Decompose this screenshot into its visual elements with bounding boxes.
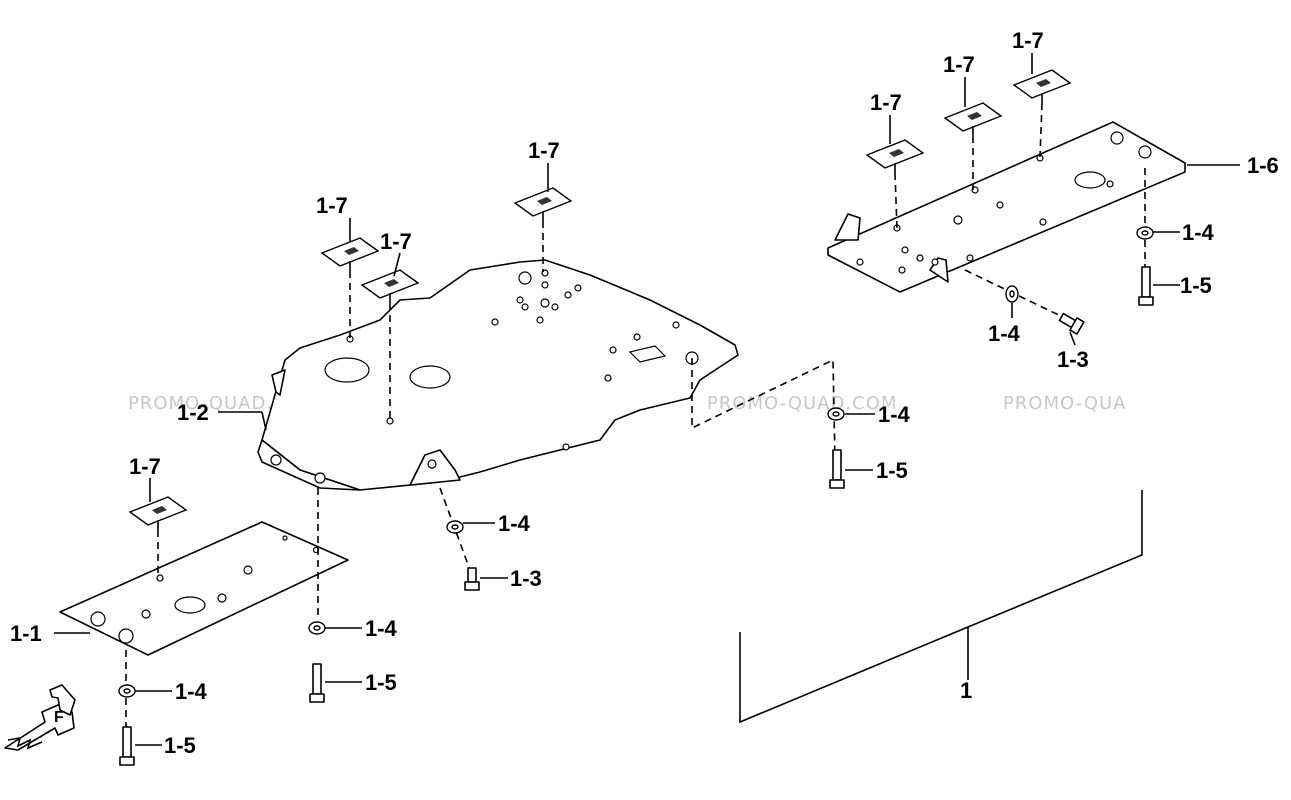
callout-labels: 1-7 1-7 1-7 1-7 1-7 1-7 1-7 1-6 1-4 1-5 …: [10, 28, 1279, 758]
callout-1-7: 1-7: [129, 454, 161, 479]
clip-3: [513, 187, 573, 221]
clip-7: [1012, 69, 1072, 103]
callout-1-4: 1-4: [175, 679, 208, 704]
callout-1-2: 1-2: [177, 400, 209, 425]
callout-1-5: 1-5: [365, 670, 397, 695]
callout-1-7: 1-7: [380, 229, 412, 254]
callout-1-7: 1-7: [528, 138, 560, 163]
clip-2: [360, 269, 420, 303]
callout-1-6: 1-6: [1247, 153, 1279, 178]
callout-1-4: 1-4: [988, 321, 1021, 346]
callout-1-7: 1-7: [316, 193, 348, 218]
callout-1-7: 1-7: [943, 52, 975, 77]
callout-1-7: 1-7: [870, 90, 902, 115]
direction-letter: F: [54, 709, 64, 726]
callout-1: 1: [960, 678, 972, 703]
callout-1-5: 1-5: [164, 733, 196, 758]
watermark-3: PROMO-QUAD.COM: [707, 393, 897, 414]
main-skid-plate: [257, 259, 739, 491]
callout-1-5: 1-5: [1180, 273, 1212, 298]
callout-1-3: 1-3: [510, 566, 542, 591]
callout-1-4: 1-4: [878, 402, 911, 427]
front-skid-plate: [59, 521, 349, 656]
watermark-1: PROMO-QUAD.COM: [128, 393, 318, 414]
callout-1-4: 1-4: [1182, 220, 1215, 245]
bolts: [119, 266, 1154, 766]
callout-1-3: 1-3: [1057, 347, 1089, 372]
callout-1-1: 1-1: [10, 621, 42, 646]
clip-4: [128, 496, 188, 530]
front-direction-arrow-icon: F: [4, 684, 76, 751]
clip-6: [943, 102, 1003, 136]
callout-1-4: 1-4: [498, 511, 531, 536]
clips: [128, 69, 1072, 530]
rear-skid-plate: [827, 121, 1186, 293]
leader-lines: [54, 53, 1240, 746]
callout-1-5: 1-5: [876, 458, 908, 483]
callout-1-4: 1-4: [365, 616, 398, 641]
clip-5: [865, 139, 925, 173]
callout-1-7: 1-7: [1012, 28, 1044, 53]
watermark-4: PROMO-QUA: [1003, 393, 1127, 414]
clip-1: [320, 237, 380, 271]
